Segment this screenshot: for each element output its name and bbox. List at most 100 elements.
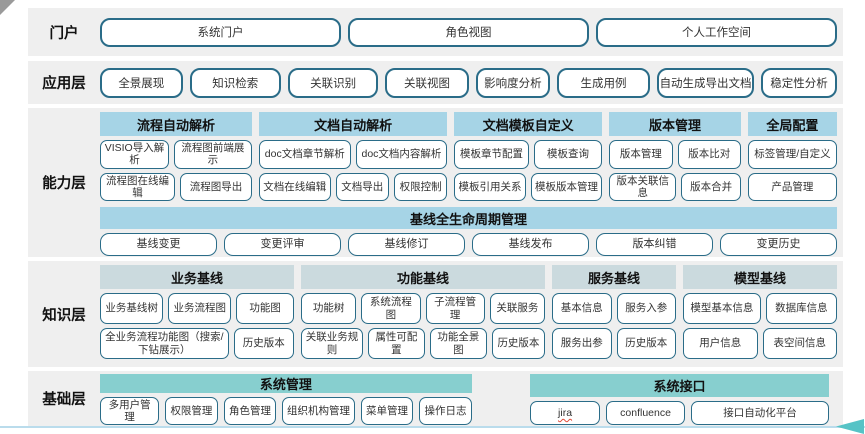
feature-chip[interactable]: 版本比对: [677, 140, 741, 169]
feature-chip[interactable]: 流程图在线编辑: [100, 172, 176, 201]
group-business-baseline: 业务基线 业务基线树 业务流程图 功能图 全业务流程功能图（搜索/下钻展示） 历…: [100, 265, 294, 359]
feature-chip[interactable]: 服务出参: [552, 328, 612, 359]
feature-chip[interactable]: 基本信息: [552, 293, 612, 324]
app-button-impact-analysis[interactable]: 影响度分析: [475, 67, 550, 98]
app-button-generate-usecase[interactable]: 生成用例: [556, 67, 651, 98]
feature-chip[interactable]: 服务入参: [616, 293, 676, 324]
feature-chip[interactable]: 菜单管理: [360, 397, 414, 426]
knowledge-band: 知识层 业务基线 业务基线树 业务流程图 功能图 全业务流程功能图（搜索/下钻展…: [28, 261, 843, 367]
group-global-config: 全局配置 标签管理/自定义 产品管理: [747, 112, 837, 201]
feature-chip[interactable]: 用户信息: [683, 328, 758, 359]
app-button-relation-view[interactable]: 关联视图: [385, 67, 469, 98]
layer-label-foundation: 基础层: [42, 392, 86, 408]
portal-band: 门户 系统门户 角色视图 个人工作空间: [28, 8, 843, 56]
feature-chip[interactable]: 模板查询: [533, 140, 603, 169]
interface-automation-chip[interactable]: 接口自动化平台: [691, 401, 829, 425]
feature-chip[interactable]: 关联服务: [489, 293, 545, 324]
feature-chip[interactable]: 关联业务规则: [301, 328, 363, 359]
feature-chip[interactable]: 模型基本信息: [683, 293, 761, 324]
feature-chip[interactable]: 历史版本: [616, 328, 676, 359]
feature-chip[interactable]: 功能树: [301, 293, 357, 324]
feature-chip[interactable]: 文档导出: [335, 172, 389, 201]
layer-label-portal: 门户: [49, 25, 79, 42]
group-process-auto-parse: 流程自动解析 VISIO导入解析 流程图前端展示 流程图在线编辑 流程图导出: [100, 112, 252, 201]
group-title: 版本管理: [609, 112, 741, 136]
baseline-chip[interactable]: 基线修订: [348, 233, 465, 256]
feature-chip[interactable]: 业务流程图: [168, 293, 232, 324]
group-function-baseline: 功能基线 功能树 系统流程图 子流程管理 关联服务 关联业务规则 属性可配置 功…: [301, 265, 545, 359]
feature-chip[interactable]: 版本管理: [609, 140, 673, 169]
app-button-knowledge-search[interactable]: 知识检索: [189, 67, 281, 98]
group-title: 系统管理: [100, 374, 472, 393]
group-title: 文档模板自定义: [454, 112, 603, 136]
feature-chip[interactable]: 角色管理: [223, 397, 277, 426]
confluence-chip[interactable]: confluence: [605, 401, 686, 425]
group-system-mgmt: 系统管理 多用户管理 权限管理 角色管理 组织机构管理 菜单管理 操作日志: [100, 374, 472, 426]
app-button-panorama[interactable]: 全景展现: [100, 67, 183, 98]
jira-chip[interactable]: jira: [530, 401, 600, 425]
app-button-auto-export-doc[interactable]: 自动生成导出文档: [657, 67, 755, 98]
baseline-chip[interactable]: 基线发布: [472, 233, 589, 256]
layer-label-knowledge: 知识层: [42, 307, 86, 324]
group-title: 流程自动解析: [100, 112, 252, 136]
feature-chip[interactable]: 标签管理/自定义: [747, 140, 837, 169]
baseline-chip[interactable]: 变更评审: [224, 233, 341, 256]
role-view-button[interactable]: 角色视图: [348, 17, 589, 47]
group-version-mgmt: 版本管理 版本管理 版本比对 版本关联信息 版本合并: [609, 112, 741, 201]
feature-chip[interactable]: 版本关联信息: [609, 172, 677, 201]
feature-chip[interactable]: 全业务流程功能图（搜索/下钻展示）: [100, 328, 229, 359]
group-title: 模型基线: [683, 265, 837, 289]
feature-chip[interactable]: 系统流程图: [361, 293, 421, 324]
group-title: 系统接口: [530, 374, 829, 397]
group-title: 功能基线: [301, 265, 545, 289]
app-button-relation-identify[interactable]: 关联识别: [287, 67, 379, 98]
feature-chip[interactable]: 功能图: [236, 293, 294, 324]
feature-chip[interactable]: 历史版本: [233, 328, 294, 359]
layer-label-capability: 能力层: [42, 176, 86, 192]
feature-chip[interactable]: 模板版本管理: [530, 172, 603, 201]
bottom-accent-line: [0, 426, 865, 428]
feature-chip[interactable]: 组织机构管理: [282, 397, 355, 426]
feature-chip[interactable]: 属性可配置: [367, 328, 425, 359]
app-button-stability-analysis[interactable]: 稳定性分析: [761, 67, 838, 98]
feature-chip[interactable]: doc文档章节解析: [258, 140, 351, 169]
feature-chip[interactable]: 业务基线树: [100, 293, 164, 324]
feature-chip[interactable]: 模板章节配置: [454, 140, 529, 169]
personal-workspace-button[interactable]: 个人工作空间: [596, 17, 837, 47]
feature-chip[interactable]: 多用户管理: [100, 397, 160, 426]
group-service-baseline: 服务基线 基本信息 服务入参 服务出参 历史版本: [552, 265, 676, 359]
group-doc-auto-parse: 文档自动解析 doc文档章节解析 doc文档内容解析 文档在线编辑 文档导出 权…: [258, 112, 448, 201]
feature-chip[interactable]: 权限管理: [165, 397, 218, 426]
feature-chip[interactable]: 数据库信息: [765, 293, 837, 324]
foundation-band: 基础层 系统管理 多用户管理 权限管理 角色管理 组织机构管理 菜单管理 操作日…: [28, 371, 843, 426]
feature-chip[interactable]: 流程图前端展示: [173, 140, 252, 169]
feature-chip[interactable]: 操作日志: [419, 397, 472, 426]
feature-chip[interactable]: 表空间信息: [762, 328, 837, 359]
group-doc-template: 文档模板自定义 模板章节配置 模板查询 模板引用关系 模板版本管理: [454, 112, 603, 201]
feature-chip[interactable]: VISIO导入解析: [100, 140, 169, 169]
baseline-chip[interactable]: 版本纠错: [596, 233, 713, 256]
layer-label-application: 应用层: [42, 76, 86, 92]
jira-label: jira: [558, 406, 573, 419]
application-band: 应用层 全景展现 知识检索 关联识别 关联视图 影响度分析 生成用例 自动生成导…: [28, 61, 843, 104]
feature-chip[interactable]: 版本合并: [681, 172, 741, 201]
feature-chip[interactable]: 产品管理: [747, 172, 837, 201]
baseline-lifecycle-header: 基线全生命周期管理: [100, 207, 837, 229]
feature-chip[interactable]: 模板引用关系: [454, 172, 526, 201]
baseline-chip[interactable]: 基线变更: [100, 233, 217, 256]
corner-decoration: [0, 0, 15, 15]
group-system-interface: 系统接口 jira confluence 接口自动化平台: [530, 374, 829, 425]
feature-chip[interactable]: doc文档内容解析: [355, 140, 448, 169]
baseline-chip[interactable]: 变更历史: [720, 233, 837, 256]
group-model-baseline: 模型基线 模型基本信息 数据库信息 用户信息 表空间信息: [683, 265, 837, 359]
feature-chip[interactable]: 历史版本: [491, 328, 545, 359]
feature-chip[interactable]: 文档在线编辑: [258, 172, 331, 201]
feature-chip[interactable]: 功能全景图: [429, 328, 487, 359]
group-title: 服务基线: [552, 265, 676, 289]
feature-chip[interactable]: 权限控制: [393, 172, 448, 201]
group-title: 业务基线: [100, 265, 294, 289]
feature-chip[interactable]: 流程图导出: [180, 172, 252, 201]
system-portal-button[interactable]: 系统门户: [100, 17, 341, 47]
feature-chip[interactable]: 子流程管理: [425, 293, 485, 324]
